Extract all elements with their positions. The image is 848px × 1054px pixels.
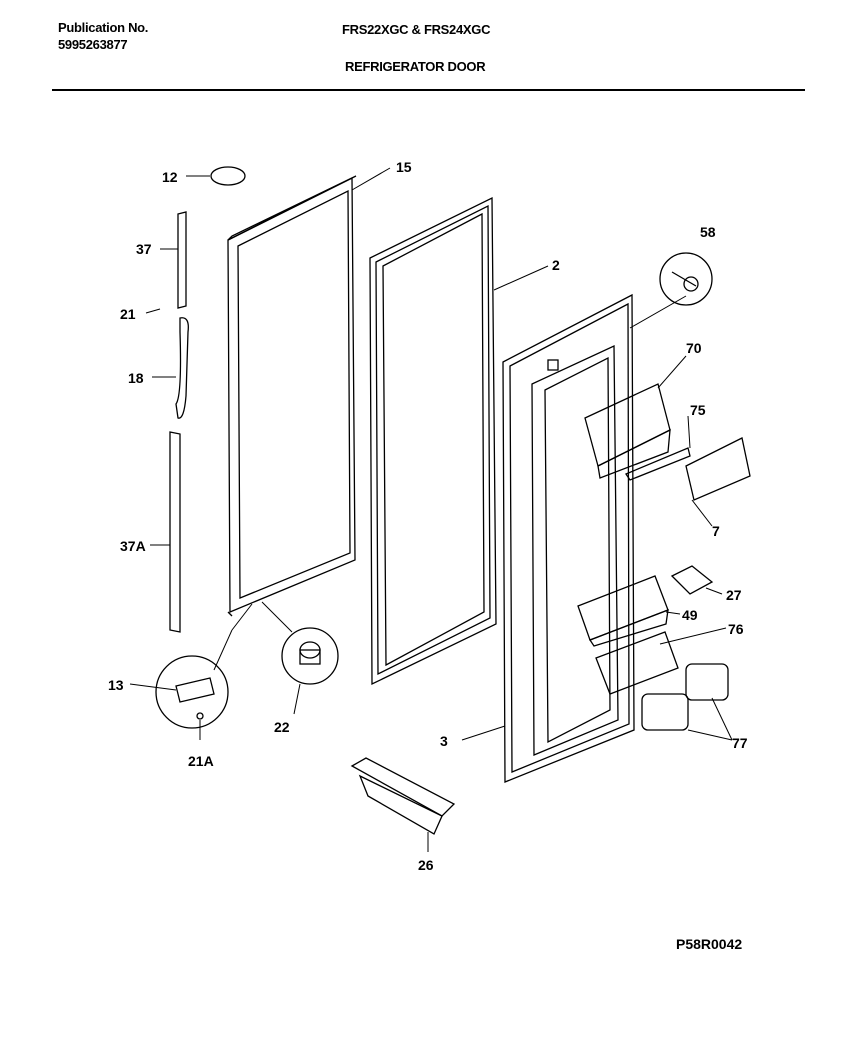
part-handle-bracket <box>175 317 189 419</box>
callout-21: 21 <box>120 306 136 322</box>
callout-26: 26 <box>418 857 434 873</box>
part-gasket <box>369 196 497 686</box>
callout-75: 75 <box>690 402 706 418</box>
part-door-gasket-frame <box>227 175 357 617</box>
part-trim-piece <box>670 565 714 595</box>
part-upper-trim <box>177 211 187 309</box>
part-cover <box>685 437 751 501</box>
part-door-bin <box>577 575 669 647</box>
callout-12: 12 <box>162 169 178 185</box>
publication-number: 5995263877 <box>58 37 128 52</box>
callout-15: 15 <box>396 159 412 175</box>
callout-58: 58 <box>700 224 716 240</box>
part-inner-door-panel <box>502 293 635 783</box>
part-lower-trim <box>169 431 181 633</box>
callout-21a: 21A <box>188 753 214 769</box>
callout-2: 2 <box>552 257 560 273</box>
part-storage-bin <box>350 757 456 835</box>
callout-22: 22 <box>274 719 290 735</box>
callout-labels: 12 15 37 21 18 2 58 70 75 7 37A 27 49 76… <box>108 159 748 873</box>
callout-7: 7 <box>712 523 720 539</box>
callout-37a: 37A <box>120 538 146 554</box>
part-shelf-retainer <box>625 447 691 481</box>
callout-77: 77 <box>732 735 748 751</box>
callout-76: 76 <box>728 621 744 637</box>
model-numbers: FRS22XGC & FRS24XGC <box>342 22 491 37</box>
leader-lines <box>129 167 733 852</box>
figure-code: P58R0042 <box>676 936 743 952</box>
section-title: REFRIGERATOR DOOR <box>345 59 486 74</box>
callout-37: 37 <box>136 241 152 257</box>
part-screw-detail <box>659 252 713 306</box>
part-egg-trays <box>641 663 729 731</box>
publication-label: Publication No. <box>58 20 149 35</box>
part-door-bin-lower <box>595 631 679 695</box>
callout-27: 27 <box>726 587 742 603</box>
header-rule <box>52 89 805 91</box>
callout-49: 49 <box>682 607 698 623</box>
callout-70: 70 <box>686 340 702 356</box>
callout-18: 18 <box>128 370 144 386</box>
callout-13: 13 <box>108 677 124 693</box>
callout-3: 3 <box>440 733 448 749</box>
part-hinge-detail <box>155 655 229 729</box>
part-dispenser-bin <box>584 383 671 479</box>
part-oval-clip <box>210 166 246 186</box>
part-bushing-detail <box>281 627 339 685</box>
